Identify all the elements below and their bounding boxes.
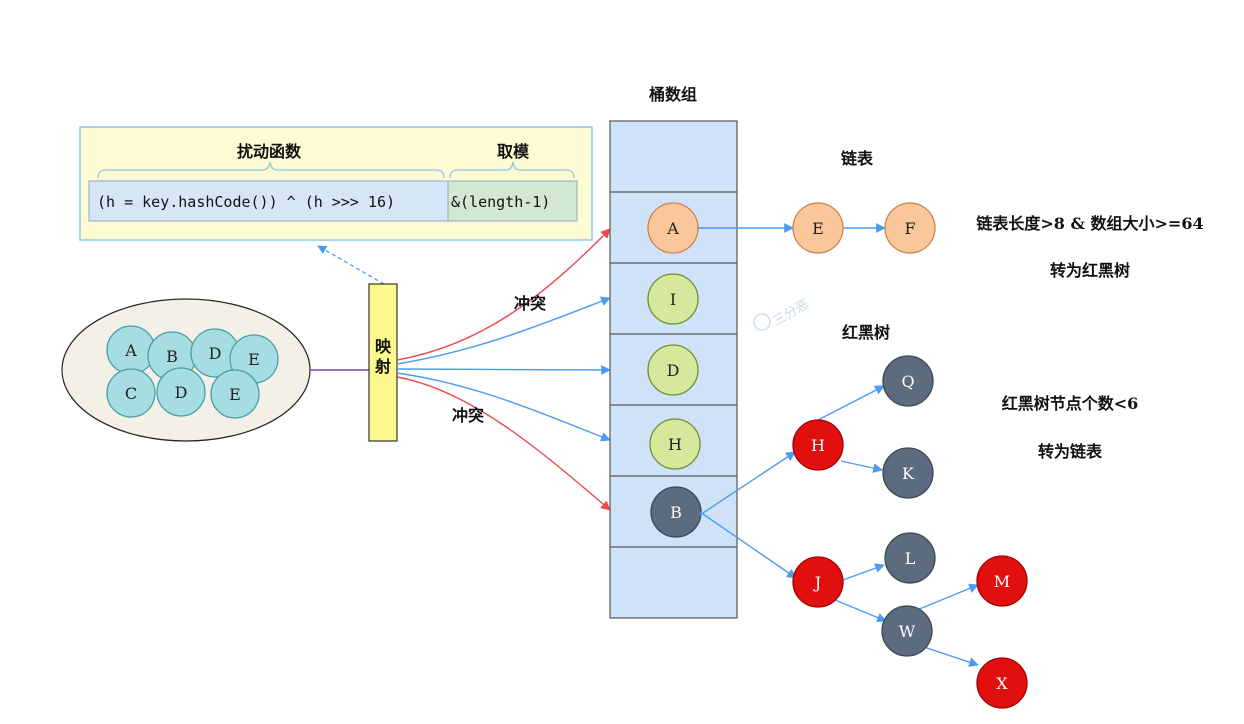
svg-text:F: F <box>904 219 915 238</box>
svg-text:H: H <box>668 435 682 454</box>
bucket-node-a: A <box>647 202 699 254</box>
arrow-to-bucket-i <box>396 296 611 365</box>
arrow-h-to-k <box>840 460 883 473</box>
modulo-label: 取模 <box>497 142 530 161</box>
arrow-j-to-l <box>842 563 885 581</box>
mapping-label-char2: 射 <box>374 357 391 376</box>
tree-node-j: J <box>792 556 844 608</box>
key-node-c: C <box>106 368 156 418</box>
svg-text:B: B <box>166 347 178 366</box>
mapping-to-hash-dashed-arrow <box>317 245 385 285</box>
svg-text:K: K <box>902 464 915 483</box>
perturb-formula-box <box>88 180 449 222</box>
arrow-w-to-x <box>917 644 979 667</box>
key-set: A B D E C D E <box>61 298 311 442</box>
arrow-b-to-j <box>699 511 797 579</box>
svg-text:J: J <box>813 573 821 592</box>
svg-text:D: D <box>667 361 680 380</box>
untreeify-condition: 红黑树节点个数<6 <box>1002 394 1139 413</box>
svg-text:C: C <box>125 384 137 403</box>
tree-node-h: H <box>792 419 844 471</box>
perturb-formula: (h = key.hashCode()) ^ (h >>> 16) <box>97 193 395 211</box>
svg-text:E: E <box>229 385 241 404</box>
tree-node-x: X <box>976 657 1028 709</box>
svg-text:B: B <box>670 503 682 522</box>
modulo-formula-box <box>447 180 578 222</box>
arrow-to-bucket-d <box>396 365 611 375</box>
tree-node-w: W <box>881 605 933 657</box>
tree-node-l: L <box>884 532 936 584</box>
arrow-b-to-h <box>699 451 796 516</box>
modulo-formula: &(length-1) <box>451 193 550 211</box>
bucket-node-i: I <box>647 273 699 325</box>
tree-node-m: M <box>976 555 1028 607</box>
svg-text:L: L <box>905 549 916 568</box>
svg-text:A: A <box>124 341 137 360</box>
svg-text:I: I <box>670 290 676 309</box>
svg-text:M: M <box>994 572 1010 591</box>
treeify-action: 转为红黑树 <box>1050 261 1130 280</box>
key-node-e2: E <box>210 369 260 419</box>
arrow-to-bucket-h <box>396 372 611 442</box>
bucket-node-b: B <box>650 486 702 538</box>
watermark-text: 三分恶 <box>771 297 812 329</box>
svg-text:D: D <box>209 344 222 363</box>
svg-text:Q: Q <box>901 372 914 391</box>
modulo-brace <box>449 161 575 179</box>
red-black-tree-title: 红黑树 <box>842 323 890 342</box>
svg-text:H: H <box>811 436 825 455</box>
tree-node-k: K <box>882 447 934 499</box>
hash-function-box: 扰动函数 取模 (h = key.hashCode()) ^ (h >>> 16… <box>79 126 593 241</box>
arrow-to-bucket-a <box>396 228 611 361</box>
treeify-condition: 链表长度>8 & 数组大小>=64 <box>976 214 1203 233</box>
mapping-box: 映 射 <box>368 283 398 442</box>
arrow-h-to-q <box>817 385 885 421</box>
bucket-node-d: D <box>647 344 699 396</box>
key-node-a: A <box>106 325 156 375</box>
key-node-d2: D <box>156 367 206 417</box>
conflict-label-top: 冲突 <box>514 294 546 313</box>
svg-text:A: A <box>666 219 679 238</box>
mapping-label-char1: 映 <box>375 337 392 356</box>
svg-text:X: X <box>996 674 1008 693</box>
list-node-f: F <box>884 202 936 254</box>
bucket-array-title: 桶数组 <box>649 85 697 104</box>
tree-node-q: Q <box>882 355 934 407</box>
svg-text:E: E <box>248 350 260 369</box>
svg-text:E: E <box>812 219 824 238</box>
arrow-to-bucket-b <box>396 376 611 511</box>
list-node-e: E <box>792 202 844 254</box>
perturb-brace <box>97 161 445 179</box>
bucket-node-h: H <box>649 418 701 470</box>
arrow-w-to-m <box>916 583 979 611</box>
untreeify-action: 转为链表 <box>1038 442 1103 461</box>
watermark: 三分恶 <box>753 297 812 331</box>
svg-text:D: D <box>175 383 188 402</box>
watermark-icon <box>753 313 771 331</box>
linked-list-title: 链表 <box>841 149 874 168</box>
arrow-j-to-w <box>834 599 887 623</box>
conflict-label-bottom: 冲突 <box>452 406 484 425</box>
perturb-function-label: 扰动函数 <box>237 142 302 161</box>
svg-text:W: W <box>899 622 916 641</box>
